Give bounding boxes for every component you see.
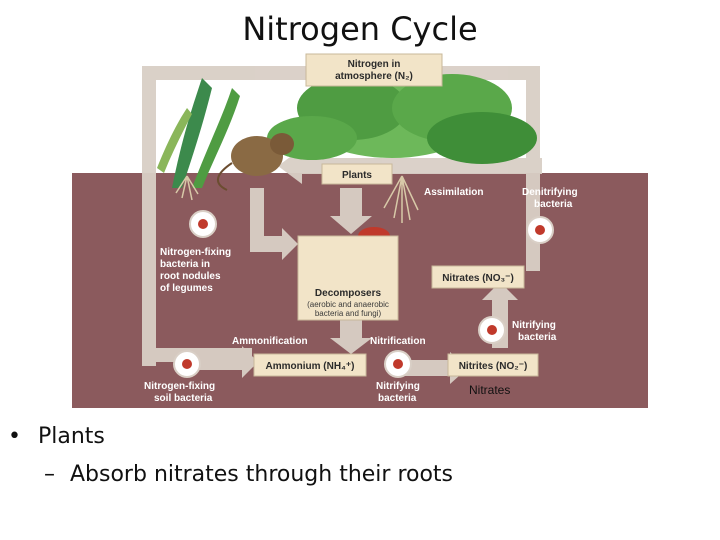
decomposers-sub-1: (aerobic and anaerobic (307, 300, 389, 309)
denitrifying-label-1: Denitrifying (522, 187, 578, 198)
soil-bacteria-label-2: soil bacteria (154, 393, 213, 404)
nodules-label-1: Nitrogen-fixing (160, 247, 231, 258)
plants-box (321, 163, 393, 185)
nitrates-box-label: Nitrates (NO₃⁻) (442, 273, 514, 284)
nitrifying-upper-1: Nitrifying (512, 320, 556, 331)
bullet-marker: • (8, 424, 21, 449)
bullet-text-absorb: Absorb nitrates through their roots (70, 462, 454, 487)
bullet-level-2: – Absorb nitrates through their roots (44, 462, 453, 487)
atmosphere-line-1: Nitrogen in (348, 59, 401, 70)
nitrifying-upper-2: bacteria (518, 332, 557, 343)
plant-illustration (157, 74, 537, 188)
ammonium-box (253, 353, 367, 377)
assimilation-label: Assimilation (424, 187, 483, 198)
nitrifying-lower-2: bacteria (378, 393, 417, 404)
nodules-label-4: of legumes (160, 283, 213, 294)
nitrites-box (447, 353, 539, 377)
soil-bacteria-label-1: Nitrogen-fixing (144, 381, 215, 392)
nitrates-annotation: Nitrates (469, 383, 510, 397)
denitrifying-label-2: bacteria (534, 199, 573, 210)
atmosphere-line-2: atmosphere (N₂) (335, 71, 413, 82)
ammonium-box-label: Ammonium (NH₄⁺) (266, 361, 355, 372)
bullet-level-1: • Plants (8, 424, 105, 449)
sub-bullet-marker: – (44, 462, 55, 487)
nitrates-box (431, 265, 525, 289)
nitrification-label: Nitrification (370, 336, 426, 347)
decomposers-sub-2: bacteria and fungi) (315, 309, 382, 318)
atmosphere-box (305, 53, 443, 87)
roots-illustration (175, 175, 419, 223)
nitrifying-lower-1: Nitrifying (376, 381, 420, 392)
nitrites-box-label: Nitrites (NO₂⁻) (459, 361, 528, 372)
mouse-illustration (217, 133, 294, 191)
nodules-label-3: root nodules (160, 271, 221, 282)
decomposers-box (297, 235, 399, 321)
decomposers-label: Decomposers (315, 288, 382, 299)
bullet-text-plants: Plants (37, 424, 105, 449)
nodules-label-2: bacteria in (160, 259, 210, 270)
plants-label: Plants (342, 170, 372, 181)
slide-title: Nitrogen Cycle (242, 10, 478, 48)
nitrogen-cycle-diagram: Nitrogen in atmosphere (N₂) Plants Decom… (72, 48, 648, 408)
ammonification-label: Ammonification (232, 336, 308, 347)
bacteria-circles (173, 210, 554, 378)
